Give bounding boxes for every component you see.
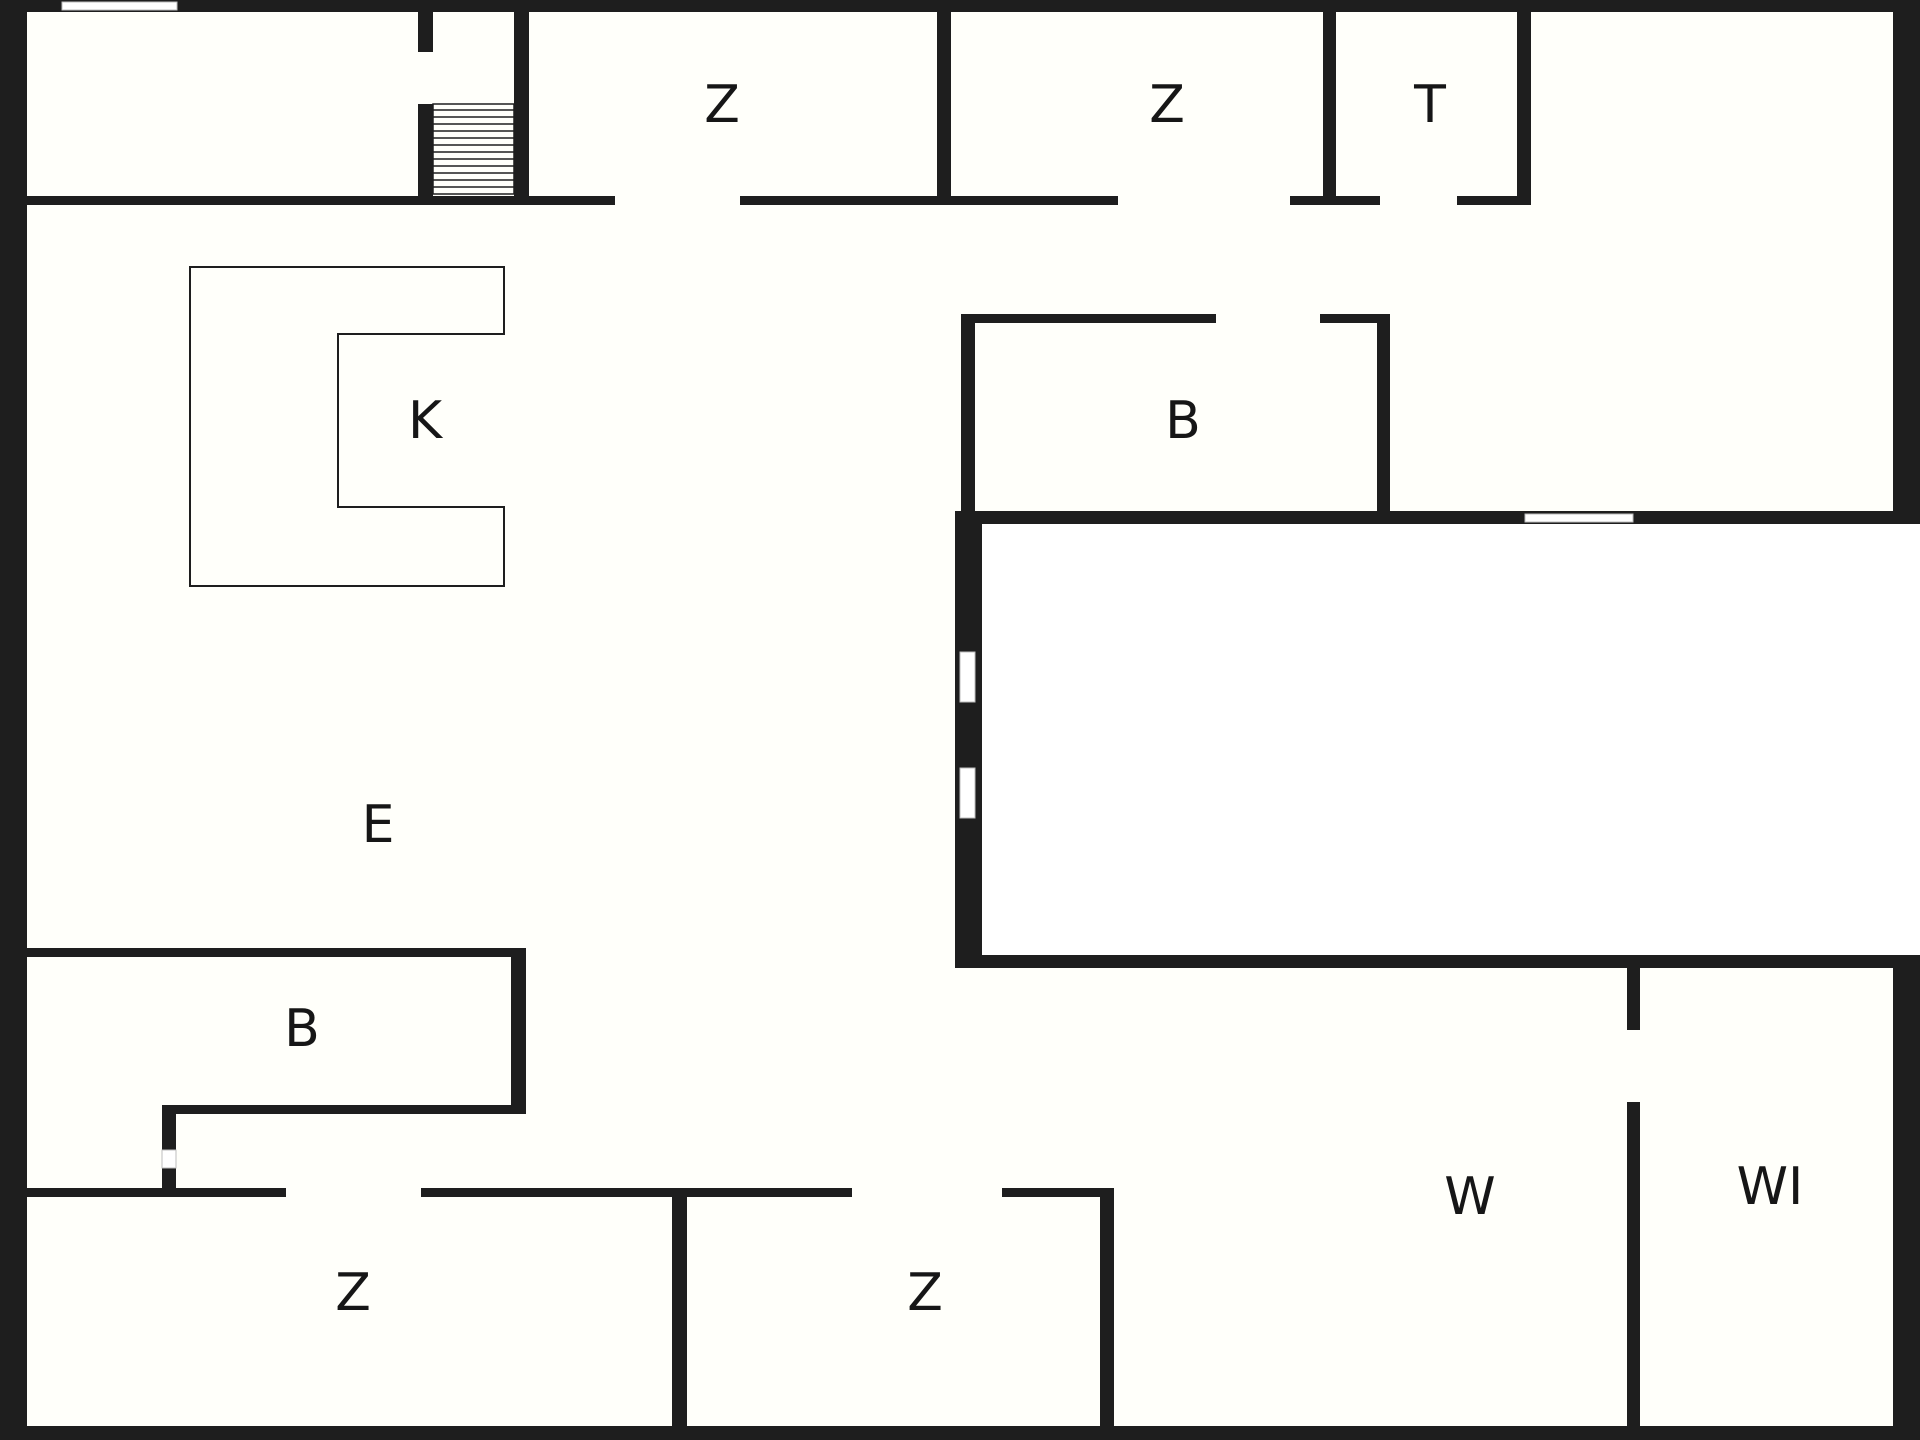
room-label-k: K <box>408 391 444 451</box>
outer-wall-top <box>0 0 1920 12</box>
wall-top-row-bottom-1 <box>20 196 615 205</box>
window-courtyard-left-1 <box>959 651 976 703</box>
room-label-wi: WI <box>1737 1157 1804 1217</box>
bottom-row-walls <box>20 1188 1114 1428</box>
room-label-b-lower: B <box>284 999 320 1059</box>
wall-stair-left-lower <box>418 104 433 200</box>
wall-bottom-row-top-3 <box>1002 1188 1114 1197</box>
room-label-t: T <box>1413 75 1446 135</box>
room-label-z-top-1: Z <box>704 75 740 135</box>
wall-courtyard-bottom <box>955 955 1920 968</box>
room-label-w: W <box>1444 1167 1495 1227</box>
wall-w-wi-lower <box>1627 1102 1640 1428</box>
wall-z-bottom-divider <box>672 1188 687 1428</box>
window-b-lower <box>161 1149 177 1169</box>
wall-z2-t-divider <box>1323 10 1336 200</box>
wall-top-row-bottom-3 <box>1290 196 1380 205</box>
room-label-z-bottom-2: Z <box>907 1263 943 1323</box>
wall-top-row-bottom-2 <box>740 196 1118 205</box>
wall-z1-z2-divider <box>937 10 951 200</box>
room-labels: Z Z T K B E B Z Z W WI <box>284 75 1803 1323</box>
wall-b-lower-left-stub <box>162 1105 176 1193</box>
wall-b-upper-left <box>961 314 975 524</box>
outer-wall-right-lower <box>1893 960 1920 1440</box>
wall-b-upper-top-right <box>1320 314 1390 323</box>
upper-bath-walls <box>961 314 1390 524</box>
window-courtyard-left-2 <box>959 767 976 819</box>
wall-stair-right <box>514 10 529 200</box>
wall-w-wi-upper <box>1627 960 1640 1030</box>
wall-bottom-row-top-1 <box>20 1188 286 1197</box>
room-label-e: E <box>362 795 395 855</box>
courtyard-area <box>975 523 1920 960</box>
w-wi-walls <box>1627 960 1640 1428</box>
wall-stair-left-upper <box>418 10 433 52</box>
courtyard-walls <box>955 511 1920 968</box>
stairs <box>432 103 515 195</box>
room-label-z-bottom-1: Z <box>335 1263 371 1323</box>
outer-wall-left <box>0 0 27 1440</box>
wall-top-row-bottom-4 <box>1457 196 1530 205</box>
room-label-b-upper: B <box>1165 391 1201 451</box>
wall-bottom-row-top-2 <box>421 1188 852 1197</box>
top-row-walls <box>20 10 1531 205</box>
outer-wall-bottom <box>0 1426 1920 1440</box>
kitchen-counter <box>189 266 505 587</box>
wall-b-lower-right <box>511 948 526 1114</box>
window-courtyard-top <box>1524 513 1634 523</box>
window-top-left <box>61 1 178 11</box>
outer-wall-right-upper <box>1893 0 1920 522</box>
room-label-z-top-2: Z <box>1149 75 1185 135</box>
wall-b-lower-bottom <box>162 1105 526 1114</box>
wall-z-bottom-right <box>1100 1188 1114 1428</box>
wall-t-right <box>1517 10 1531 205</box>
wall-b-upper-top-left <box>961 314 1216 323</box>
wall-courtyard-top <box>955 511 1920 524</box>
wall-b-lower-top <box>20 948 526 957</box>
wall-b-upper-right <box>1377 314 1390 524</box>
wall-courtyard-left <box>955 511 982 968</box>
lower-bath-walls <box>20 948 526 1193</box>
